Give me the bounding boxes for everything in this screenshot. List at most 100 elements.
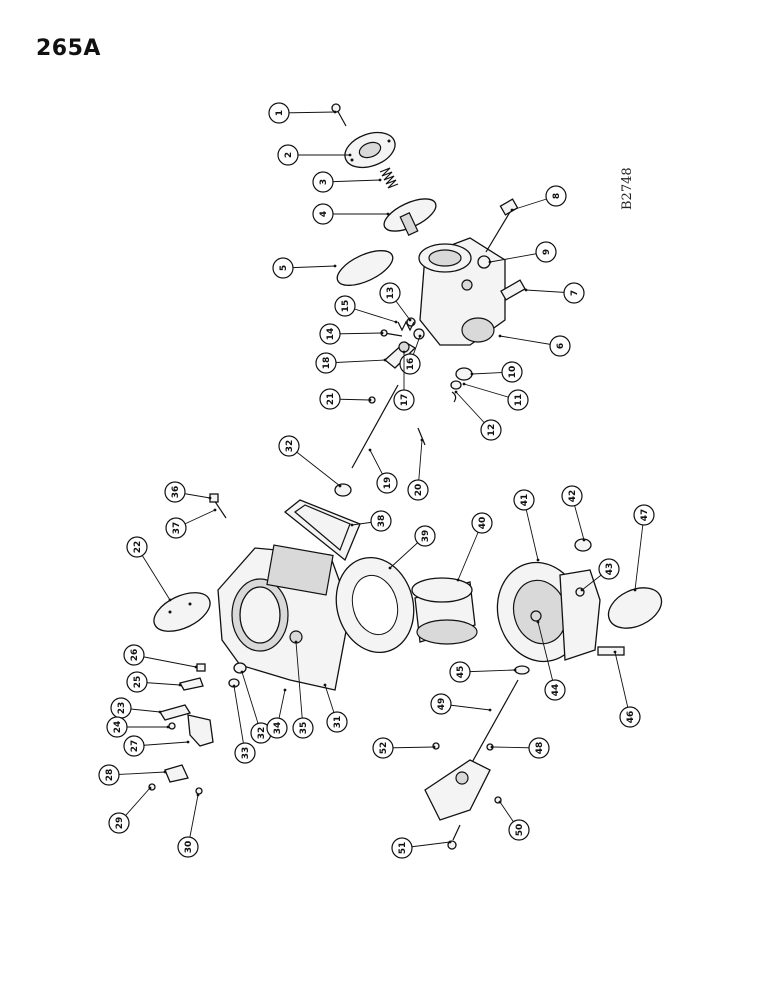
callout-3: 3 xyxy=(312,171,382,193)
callout-number: 32 xyxy=(257,727,267,740)
callout-28: 28 xyxy=(98,764,167,786)
callout-36: 36 xyxy=(164,481,212,503)
callout-leader-end xyxy=(524,288,528,292)
callout-leader-end xyxy=(232,684,236,688)
callout-circle xyxy=(561,485,583,507)
callout-leader-end xyxy=(158,710,162,714)
callout-circle xyxy=(549,335,571,357)
part-screw-51 xyxy=(447,824,461,850)
callout-52: 52 xyxy=(372,737,436,759)
callout-number: 24 xyxy=(113,721,123,734)
callout-circle xyxy=(528,737,550,759)
callout-number: 32 xyxy=(285,440,295,453)
callout-35: 35 xyxy=(292,640,314,739)
part-bolt-8 xyxy=(485,198,519,253)
callout-number: 37 xyxy=(172,522,182,535)
callout-leader-end xyxy=(488,708,492,712)
part-plug-42 xyxy=(574,538,592,552)
callout-circle xyxy=(234,742,256,764)
callout-number: 19 xyxy=(383,477,393,490)
part-30 xyxy=(195,787,203,795)
callout-number: 33 xyxy=(241,747,251,760)
part-23 xyxy=(158,704,192,721)
callout-number: 44 xyxy=(551,684,561,697)
callout-leader-end xyxy=(454,390,458,394)
callout-2: 2 xyxy=(277,144,352,166)
part-cover-plate-2 xyxy=(344,131,396,169)
callout-leader-end xyxy=(194,665,198,669)
callout-leader-end xyxy=(163,770,167,774)
callout-leader-end xyxy=(536,620,540,624)
callout-number: 13 xyxy=(386,287,396,300)
callout-leader-end xyxy=(498,800,502,804)
part-screw-1 xyxy=(331,103,347,127)
callout-leader-end xyxy=(490,745,494,749)
callout-number: 6 xyxy=(556,343,566,349)
callout-number: 21 xyxy=(326,393,336,406)
part-shaft-19 xyxy=(351,384,399,469)
callout-number: 9 xyxy=(542,249,552,255)
callout-circle xyxy=(372,737,394,759)
callout-circle xyxy=(266,717,288,739)
callout-leader xyxy=(537,621,556,691)
part-bushing-32 xyxy=(334,483,352,497)
callout-circle xyxy=(393,389,415,411)
callout-circle xyxy=(164,481,186,503)
callout-leader-end xyxy=(432,745,436,749)
callout-number: 26 xyxy=(130,649,140,662)
callout-circle xyxy=(315,352,337,374)
part-pin-20 xyxy=(417,427,426,446)
callout-41: 41 xyxy=(513,489,540,562)
callout-circle xyxy=(370,510,392,532)
callout-leader-end xyxy=(498,334,502,338)
callout-leader-end xyxy=(394,320,398,324)
callout-number: 8 xyxy=(552,193,562,199)
callout-number: 38 xyxy=(377,515,387,528)
callout-21: 21 xyxy=(319,388,372,410)
part-44 xyxy=(530,610,542,622)
callout-42: 42 xyxy=(561,485,586,542)
callout-8: 8 xyxy=(510,185,567,212)
callout-leader-end xyxy=(168,598,172,602)
callout-circle xyxy=(391,837,413,859)
callout-27: 27 xyxy=(123,735,190,757)
callout-22: 22 xyxy=(126,536,172,602)
callout-leader-end xyxy=(582,538,586,542)
callout-leader-end xyxy=(186,740,190,744)
callout-number: 12 xyxy=(487,424,497,437)
callout-circle xyxy=(177,836,199,858)
callout-24: 24 xyxy=(106,716,170,738)
callout-33: 33 xyxy=(232,684,256,764)
callout-leader-end xyxy=(613,650,617,654)
callout-leader-end xyxy=(462,382,466,386)
callout-circle xyxy=(326,711,348,733)
callout-circle xyxy=(563,282,585,304)
callout-38: 38 xyxy=(350,510,392,532)
callout-32: 32 xyxy=(278,435,342,488)
callout-number: 16 xyxy=(406,358,416,371)
callout-10: 10 xyxy=(470,361,523,383)
part-washer-45 xyxy=(514,665,530,675)
callout-number: 14 xyxy=(326,328,336,341)
callout-18: 18 xyxy=(315,352,387,374)
callout-34: 34 xyxy=(266,688,288,739)
callout-44: 44 xyxy=(536,620,566,701)
callout-circle xyxy=(507,389,529,411)
callout-40: 40 xyxy=(456,512,493,582)
callout-leader-end xyxy=(323,683,327,687)
callout-4: 4 xyxy=(312,203,390,225)
callout-circle xyxy=(480,419,502,441)
callout-circle xyxy=(501,361,523,383)
part-shaft-49 xyxy=(464,679,519,776)
callout-30: 30 xyxy=(177,793,200,858)
part-washer-11 xyxy=(450,380,462,390)
callout-leader xyxy=(614,651,631,718)
callout-19: 19 xyxy=(368,448,398,494)
callout-leader xyxy=(233,685,246,754)
callout-leader-end xyxy=(536,558,540,562)
callout-number: 2 xyxy=(284,152,294,158)
callout-leader-end xyxy=(456,578,460,582)
part-clip-12 xyxy=(451,391,457,403)
callout-circle xyxy=(106,716,128,738)
